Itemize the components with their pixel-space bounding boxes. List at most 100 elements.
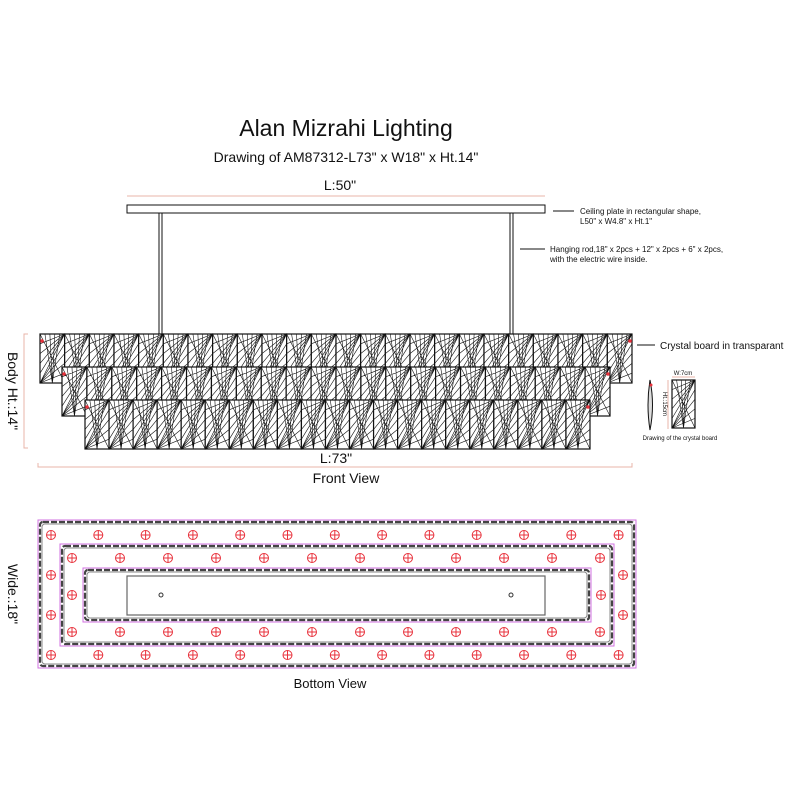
light-bulb-icon [187,530,198,540]
crystal-board-detail: W:7cm Ht.:15cm Drawing of the crystal bo… [643,371,718,442]
light-bulb-icon [282,650,293,660]
light-bulb-icon [235,530,246,540]
light-bulb-icon [471,650,482,660]
crystal-board [324,399,351,450]
light-bulb-icon [259,627,269,637]
top-length-label: L:50" [324,177,356,193]
crystal-board [565,399,591,450]
crystal-board [276,399,303,450]
light-bulb-icon [163,553,173,563]
light-bulb-icon [403,627,413,637]
crystal-board [39,333,66,384]
light-bulb-icon [377,650,388,660]
light-bulb-icon [355,553,365,563]
light-bulb-icon [424,530,435,540]
light-bulb-icon [451,553,461,563]
rod-note-2: with the electric wire inside. [549,255,647,264]
ceiling-plate-bottom [126,575,546,616]
light-bulb-icon [499,627,509,637]
crystal-board [252,399,278,450]
crystal-board [493,399,519,450]
light-bulb-icon [377,530,388,540]
light-bulb-icon [46,530,56,540]
hanging-rods [158,213,514,336]
light-bulb-icon [451,627,461,637]
height-dimension-line [23,333,28,449]
crystal-board [421,399,447,450]
light-bulb-icon [519,650,529,660]
crystal-board-side [647,379,653,431]
length-dimension-line [37,463,633,468]
light-bulb-icon [329,650,340,660]
light-bulb-icon [618,610,628,620]
crystal-board [84,399,110,450]
ceiling-plate [126,204,546,214]
crystal-board [132,399,158,450]
light-bulb-icon [547,553,557,563]
crystal-board [584,366,611,417]
light-bulb-icon [140,650,151,660]
light-bulb-icon [618,570,628,580]
crystal-board [541,399,567,450]
light-bulb-icon [46,610,56,620]
light-bulb-icon [235,650,246,660]
crystal-board [108,399,134,450]
crystal-tiers [39,333,633,450]
light-bulb-icon [187,650,198,660]
light-bulb-icon [140,530,151,540]
rod-hole [158,592,164,598]
crystal-board [204,399,230,450]
crystal-board [517,399,543,450]
crystal-board [372,399,399,450]
front-view-label: Front View [313,470,381,486]
light-bulb-icon [307,553,317,563]
light-bulb-icon [67,627,77,637]
crystal-board [156,399,182,450]
light-bulb-icon [613,650,624,660]
light-bulb-icon [307,627,317,637]
light-bulb-icon [595,553,605,563]
light-bulb-icon [329,530,340,540]
light-bulb-icon [282,530,293,540]
light-bulb-icon [595,627,605,637]
crystal-board [671,379,696,429]
crystal-board-front [671,379,696,429]
length-label: L:73" [320,450,352,466]
light-bulb-icon [211,553,221,563]
crystal-board [228,399,254,450]
title: Alan Mizrahi Lighting [239,115,453,141]
crystal-board [348,399,375,450]
crystal-note: Crystal board in transparant [660,341,784,352]
crystal-board [445,399,471,450]
light-bulb-icon [93,530,104,540]
light-bulb-icon [547,627,557,637]
bottom-view [37,519,637,669]
light-bulb-icon [67,590,77,600]
crystal-board [180,399,206,450]
light-bulb-icon [566,650,577,660]
bottom-view-label: Bottom View [294,676,367,691]
wide-label: Wide.:18" [5,564,21,624]
crystal-tier [84,399,591,450]
rod-note: Hanging rod,18" x 2pcs + 12" x 2pcs + 6"… [550,245,723,254]
light-bulb-icon [115,553,125,563]
light-bulb-icon [566,530,577,540]
subtitle: Drawing of AM87312-L73" x W18" x Ht.14" [214,149,479,165]
light-bulb-icon [355,627,365,637]
crystal-board [469,399,495,450]
light-bulb-icon [93,650,104,660]
light-bulb-icon [259,553,269,563]
light-bulb-icon [424,650,435,660]
light-bulb-icon [46,570,56,580]
crystal-board [300,399,327,450]
board-caption: Drawing of the crystal board [643,436,718,442]
light-bulb-icon [403,553,413,563]
board-height-label: Ht.:15cm [661,392,667,416]
light-bulb-icon [519,530,529,540]
light-bulb-icon [46,650,56,660]
crystal-board [606,333,633,384]
light-bulb-icon [471,530,482,540]
light-bulb-icon [67,553,77,563]
body-height-label: Body Ht.:14" [5,352,21,430]
